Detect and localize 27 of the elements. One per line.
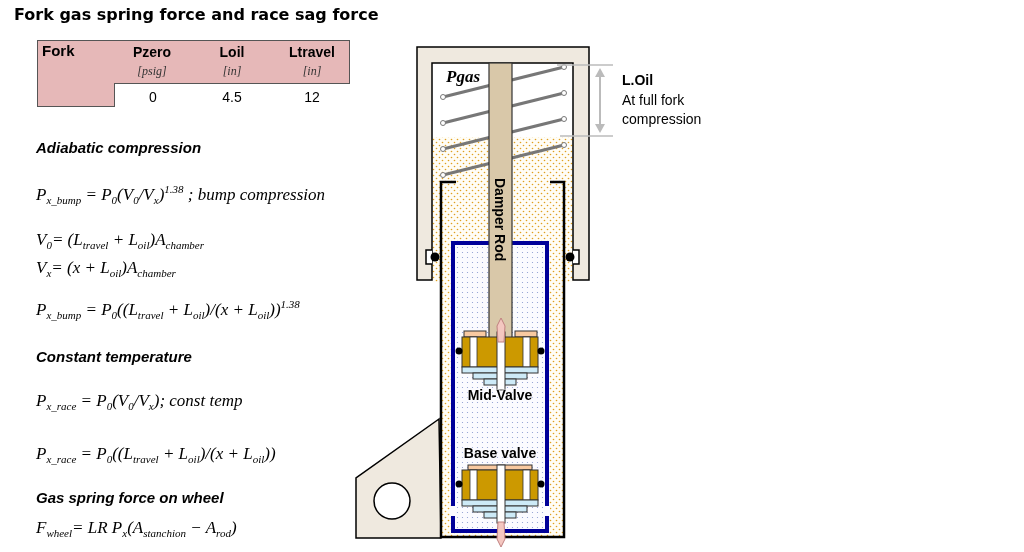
formula: P$_{x_bump}$ = P$_{0}$(V$_{0}$/V$_{x}$)$^{1.38}$ ; bump compression: [36, 183, 326, 207]
formula: V$_{0}$= (L$_{travel}$ + L$_{oil}$)A$_{chamber}$: [36, 230, 204, 253]
section-heading: Gas spring force on wheel: [36, 489, 224, 507]
part-label: Base valve: [463, 445, 537, 462]
dimension-label: L.Oil: [622, 72, 654, 89]
column-header: Ltravel: [289, 44, 335, 61]
section-heading: Constant temperature: [36, 348, 192, 366]
unit-label: [psig]: [137, 65, 167, 79]
column-header: Pzero: [132, 44, 172, 61]
diagram-title: Fork gas spring force and race sag force: [14, 6, 379, 25]
part-label: Mid-Valve: [467, 387, 533, 404]
column-header: Loil: [219, 44, 245, 61]
section-heading: Adiabatic compression: [36, 139, 202, 157]
formula: P$_{x_bump}$ = P$_{0}$((L$_{travel}$ + L$_{oil}$)/(x + L$_{oil}$))$^{1.38}$: [36, 298, 300, 322]
part-label: Damper Rod: [492, 178, 509, 262]
row-header: Fork: [37, 40, 115, 107]
unit-label: [in]: [302, 65, 322, 79]
part-label: Pgas: [446, 67, 480, 87]
formula: F$_{wheel}$= LR P$_{x}$(A$_{stanchion}$ − A$_{rod}$): [36, 518, 237, 541]
value-text: 12: [304, 89, 320, 106]
annotation-text: At full fork compression: [622, 91, 703, 129]
formula: V$_{x}$= (x + L$_{oil}$)A$_{chamber}$: [36, 258, 176, 281]
value-text: 0: [149, 89, 157, 106]
value-text: 4.5: [222, 89, 242, 106]
formula: P$_{x_race}$ = P$_{0}$((L$_{travel}$ + L$_{oil}$)/(x + L$_{oil}$)): [36, 444, 276, 467]
unit-label: [in]: [222, 65, 242, 79]
formula: P$_{x_race}$ = P$_{0}$(V$_{0}$/V$_{x}$); const temp: [36, 391, 243, 414]
